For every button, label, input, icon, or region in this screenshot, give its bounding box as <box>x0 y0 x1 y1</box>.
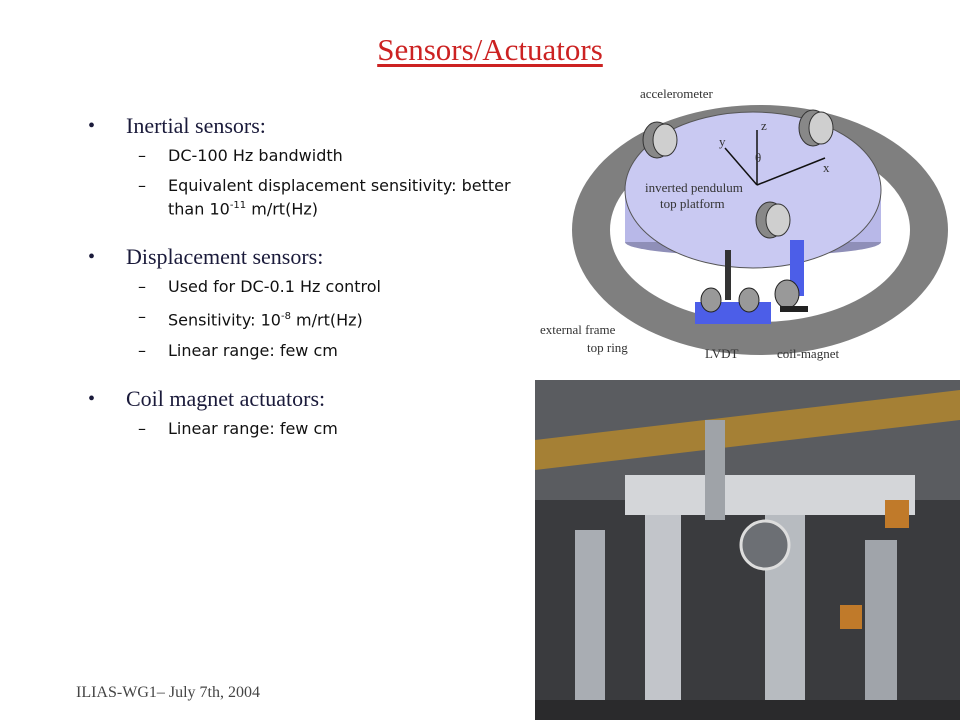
axis-icon <box>724 130 826 186</box>
bullet-group-inertial: •Inertial sensors: –DC-100 Hz bandwidth … <box>88 112 548 219</box>
top-platform <box>624 111 882 269</box>
axis-x-label: x <box>823 160 830 175</box>
bullet-inertial-sensors: •Inertial sensors: <box>88 113 266 138</box>
accelerometer-icon <box>755 201 791 239</box>
frame-label-line2: top ring <box>587 340 628 355</box>
bullet-list: •Inertial sensors: –DC-100 Hz bandwidth … <box>88 112 548 463</box>
lvdt-label: LVDT <box>705 346 739 361</box>
bullet-group-actuators: •Coil magnet actuators: –Linear range: f… <box>88 385 548 439</box>
sub-bullet: –Sensitivity: 10-8 m/rt(Hz) <box>138 307 363 330</box>
axis-y-label: y <box>719 134 726 149</box>
sub-bullet: –DC-100 Hz bandwidth <box>138 146 343 165</box>
accelerometer-icon <box>798 109 834 147</box>
platform-label-line1: inverted pendulum <box>645 180 743 195</box>
axis-z-label: z <box>761 118 767 133</box>
sub-bullet: –Linear range: few cm <box>138 340 338 360</box>
slide-footer: ILIAS-WG1– July 7th, 2004 <box>76 684 260 701</box>
coil-magnet-label: coil-magnet <box>777 346 839 361</box>
bullet-displacement-sensors: •Displacement sensors: <box>88 244 324 270</box>
frame-label-line1: external frame <box>540 322 616 337</box>
platform-diagram: z y x θ accelerometer inverted pendulum … <box>540 86 948 361</box>
apparatus-photo <box>535 380 960 720</box>
bullet-group-displacement: •Displacement sensors: –Used for DC-0.1 … <box>88 243 548 360</box>
accelerometer-icon <box>642 121 678 159</box>
slide-title: Sensors/Actuators <box>377 32 603 67</box>
axis-theta-label: θ <box>755 150 761 165</box>
sub-bullet: –Equivalent displacement sensitivity: be… <box>138 176 511 219</box>
bullet-coil-magnet-actuators: •Coil magnet actuators: <box>88 385 326 411</box>
sub-bullet: –Used for DC-0.1 Hz control <box>138 277 381 297</box>
coil-magnet-icon <box>774 240 808 312</box>
platform-label-line2: top platform <box>660 196 725 211</box>
accelerometer-label: accelerometer <box>640 86 714 101</box>
lvdt-icon <box>695 250 771 324</box>
sub-bullet: –Linear range: few cm <box>138 418 338 438</box>
